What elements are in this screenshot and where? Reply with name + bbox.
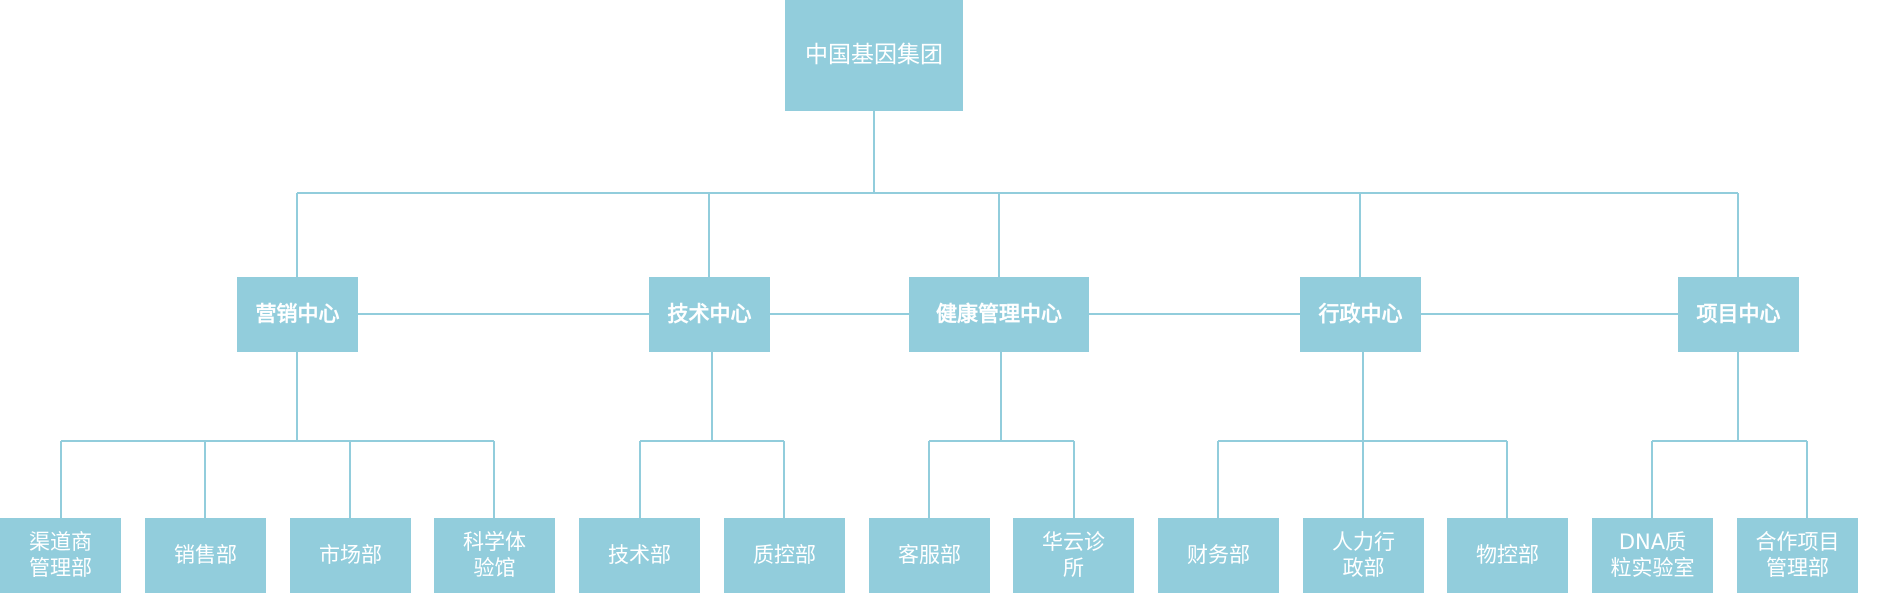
dept-label: 人力行 政部 bbox=[1332, 529, 1395, 580]
dept-node-dna-plasmid-lab[interactable]: DNA质 粒实验室 bbox=[1592, 518, 1713, 593]
dept-label: 合作项目 管理部 bbox=[1755, 529, 1840, 580]
center-label: 健康管理中心 bbox=[936, 301, 1062, 326]
dept-node-cooperative-project-management[interactable]: 合作项目 管理部 bbox=[1737, 518, 1858, 593]
center-node-projects[interactable]: 项目中心 bbox=[1678, 277, 1799, 352]
center-label: 营销中心 bbox=[255, 301, 340, 326]
root-node[interactable]: 中国基因集团 bbox=[785, 0, 963, 111]
dept-label: 科学体 验馆 bbox=[463, 529, 526, 580]
center-label: 技术中心 bbox=[667, 301, 752, 326]
center-node-technology[interactable]: 技术中心 bbox=[649, 277, 770, 352]
dept-node-customer-service[interactable]: 客服部 bbox=[869, 518, 990, 593]
dept-node-technology[interactable]: 技术部 bbox=[579, 518, 700, 593]
dept-label: 财务部 bbox=[1187, 542, 1250, 567]
dept-label: 技术部 bbox=[608, 542, 671, 567]
dept-node-quality-control[interactable]: 质控部 bbox=[724, 518, 845, 593]
dept-label: 渠道商 管理部 bbox=[29, 529, 92, 580]
dept-label: 物控部 bbox=[1476, 542, 1539, 567]
center-label: 行政中心 bbox=[1318, 301, 1403, 326]
dept-node-sales[interactable]: 销售部 bbox=[145, 518, 266, 593]
dept-label: 客服部 bbox=[898, 542, 961, 567]
dept-label: 市场部 bbox=[319, 542, 382, 567]
center-node-marketing[interactable]: 营销中心 bbox=[237, 277, 358, 352]
dept-node-hr-administration[interactable]: 人力行 政部 bbox=[1303, 518, 1424, 593]
dept-label: 质控部 bbox=[753, 542, 816, 567]
center-node-administration[interactable]: 行政中心 bbox=[1300, 277, 1421, 352]
dept-label: 华云诊 所 bbox=[1042, 529, 1105, 580]
dept-node-material-control[interactable]: 物控部 bbox=[1447, 518, 1568, 593]
center-label: 项目中心 bbox=[1696, 301, 1781, 326]
center-node-health-management[interactable]: 健康管理中心 bbox=[909, 277, 1089, 352]
dept-label: DNA质 粒实验室 bbox=[1610, 529, 1695, 580]
dept-node-channel-management[interactable]: 渠道商 管理部 bbox=[0, 518, 121, 593]
dept-node-science-experience-hall[interactable]: 科学体 验馆 bbox=[434, 518, 555, 593]
dept-node-market[interactable]: 市场部 bbox=[290, 518, 411, 593]
root-label: 中国基因集团 bbox=[805, 42, 943, 69]
dept-label: 销售部 bbox=[174, 542, 237, 567]
dept-node-huayun-clinic[interactable]: 华云诊 所 bbox=[1013, 518, 1134, 593]
dept-node-finance[interactable]: 财务部 bbox=[1158, 518, 1279, 593]
